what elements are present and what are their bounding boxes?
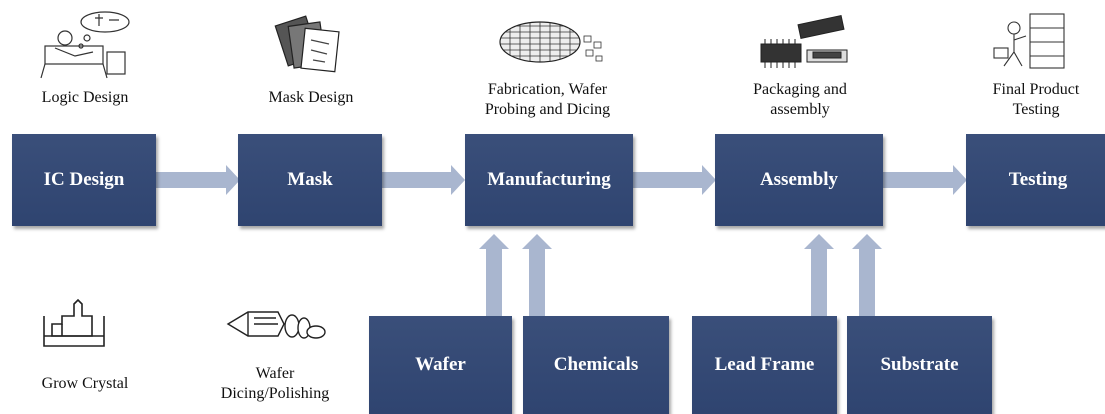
arrow-wafer-up xyxy=(479,234,509,318)
manufacturing-box: Manufacturing xyxy=(465,134,633,226)
wafer-dicing-caption: Wafer Dicing/Polishing xyxy=(220,365,330,402)
arrow-icdesign-to-mask xyxy=(156,165,240,195)
lead-frame-box: Lead Frame xyxy=(692,316,837,414)
arrow-chemicals-up xyxy=(522,234,552,318)
arrow-manufacturing-to-assembly xyxy=(633,165,716,195)
substrate-label: Substrate xyxy=(880,354,959,375)
arrow-leadframe-up xyxy=(804,234,834,318)
lead-frame-label: Lead Frame xyxy=(714,354,815,375)
arrow-assembly-to-testing xyxy=(883,165,967,195)
wafer-box: Wafer xyxy=(369,316,512,414)
grow-crystal-caption: Grow Crystal xyxy=(41,375,129,392)
logic-design-caption: Logic Design xyxy=(41,89,129,106)
wafer-dicing-icon xyxy=(226,311,326,339)
ic-chip-package-icon xyxy=(760,14,848,68)
chemicals-box: Chemicals xyxy=(523,316,669,414)
fabrication-caption: Fabrication, Wafer Probing and Dicing xyxy=(484,81,611,118)
assembly-label: Assembly xyxy=(759,169,839,190)
wafer-grid-icon xyxy=(499,21,603,63)
arrow-mask-to-manufacturing xyxy=(382,165,465,195)
testing-label: Testing xyxy=(1008,169,1068,190)
arrow-substrate-up xyxy=(852,234,882,318)
mask-design-caption: Mask Design xyxy=(268,89,354,106)
logic-design-sketch-icon xyxy=(40,11,130,79)
assembly-box: Assembly xyxy=(715,134,883,226)
testing-station-icon xyxy=(993,13,1065,69)
chemicals-label: Chemicals xyxy=(553,354,639,375)
mask-label: Mask xyxy=(287,169,333,190)
manufacturing-label: Manufacturing xyxy=(487,169,611,190)
packaging-caption: Packaging and assembly xyxy=(753,81,847,118)
final-testing-caption: Final Product Testing xyxy=(992,81,1080,118)
ic-design-box: IC Design xyxy=(12,134,156,226)
substrate-box: Substrate xyxy=(847,316,992,414)
wafer-label: Wafer xyxy=(415,354,466,375)
ic-design-label: IC Design xyxy=(43,169,125,190)
crystal-growth-icon xyxy=(43,298,105,347)
mask-box: Mask xyxy=(238,134,382,226)
testing-box: Testing xyxy=(966,134,1105,226)
mask-sheets-icon xyxy=(274,15,340,73)
